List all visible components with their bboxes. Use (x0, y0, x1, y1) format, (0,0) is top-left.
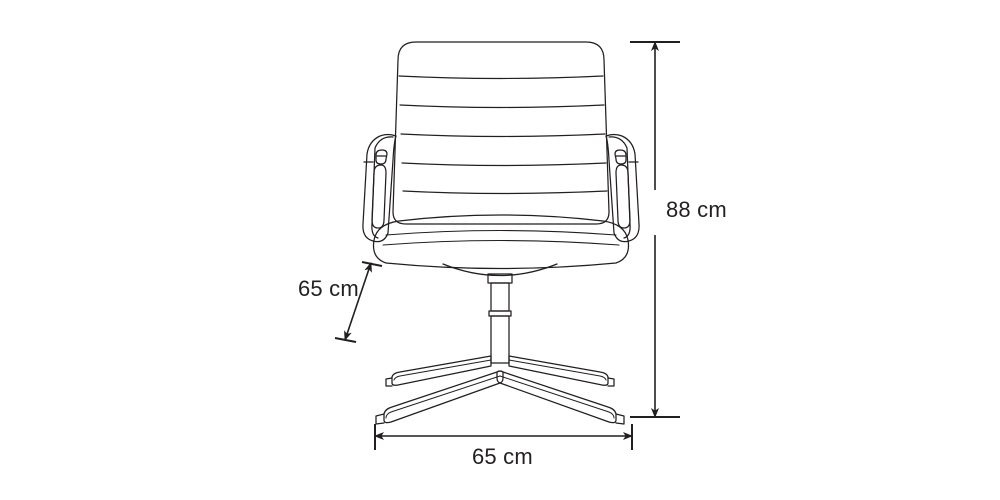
base-leg-front-left (383, 370, 504, 424)
seat-seam-upper (385, 229, 617, 236)
base-leg-front-right-edge (499, 375, 615, 419)
seat-seam-lower (382, 239, 620, 246)
armrest-left (362, 133, 397, 243)
armrest-left-slot (371, 164, 387, 229)
column-upper (490, 282, 510, 312)
base-foot-rear-right (607, 377, 615, 387)
base-leg-rear-right-edge (508, 359, 607, 381)
dimension-label-depth: 65 cm (298, 276, 359, 301)
base-leg-rear-right (508, 355, 609, 386)
dimension-height-group (630, 41, 680, 418)
base-leg-front-right (496, 370, 617, 424)
dimension-depth-group (334, 261, 383, 343)
dimension-label-height: 88 cm (666, 197, 727, 222)
base-leg-rear-left-edge (393, 359, 492, 381)
armrest-right-cap (614, 149, 627, 165)
armrest-right (605, 133, 640, 243)
base-foot-rear-left (385, 377, 393, 387)
chair-outline-group (362, 41, 640, 425)
depth-tick-top (361, 261, 383, 267)
column-lower (490, 315, 510, 364)
armrest-left-cap (375, 149, 388, 165)
backrest-panel (392, 41, 610, 225)
base-foot-front-right (615, 413, 625, 425)
column-joint (488, 310, 512, 317)
seat-cushion (372, 214, 630, 270)
column-top-collar (487, 273, 513, 284)
base-leg-front-left-edge (385, 375, 501, 419)
dimension-label-width: 65 cm (472, 444, 533, 469)
base-leg-rear-left (391, 355, 492, 386)
seat-underside (442, 263, 558, 277)
backrest-seams (398, 75, 608, 195)
depth-dimension-line (344, 262, 372, 341)
dimension-width-group (374, 424, 633, 450)
base-foot-front-left (375, 413, 385, 425)
armrest-right-slot (615, 164, 631, 229)
